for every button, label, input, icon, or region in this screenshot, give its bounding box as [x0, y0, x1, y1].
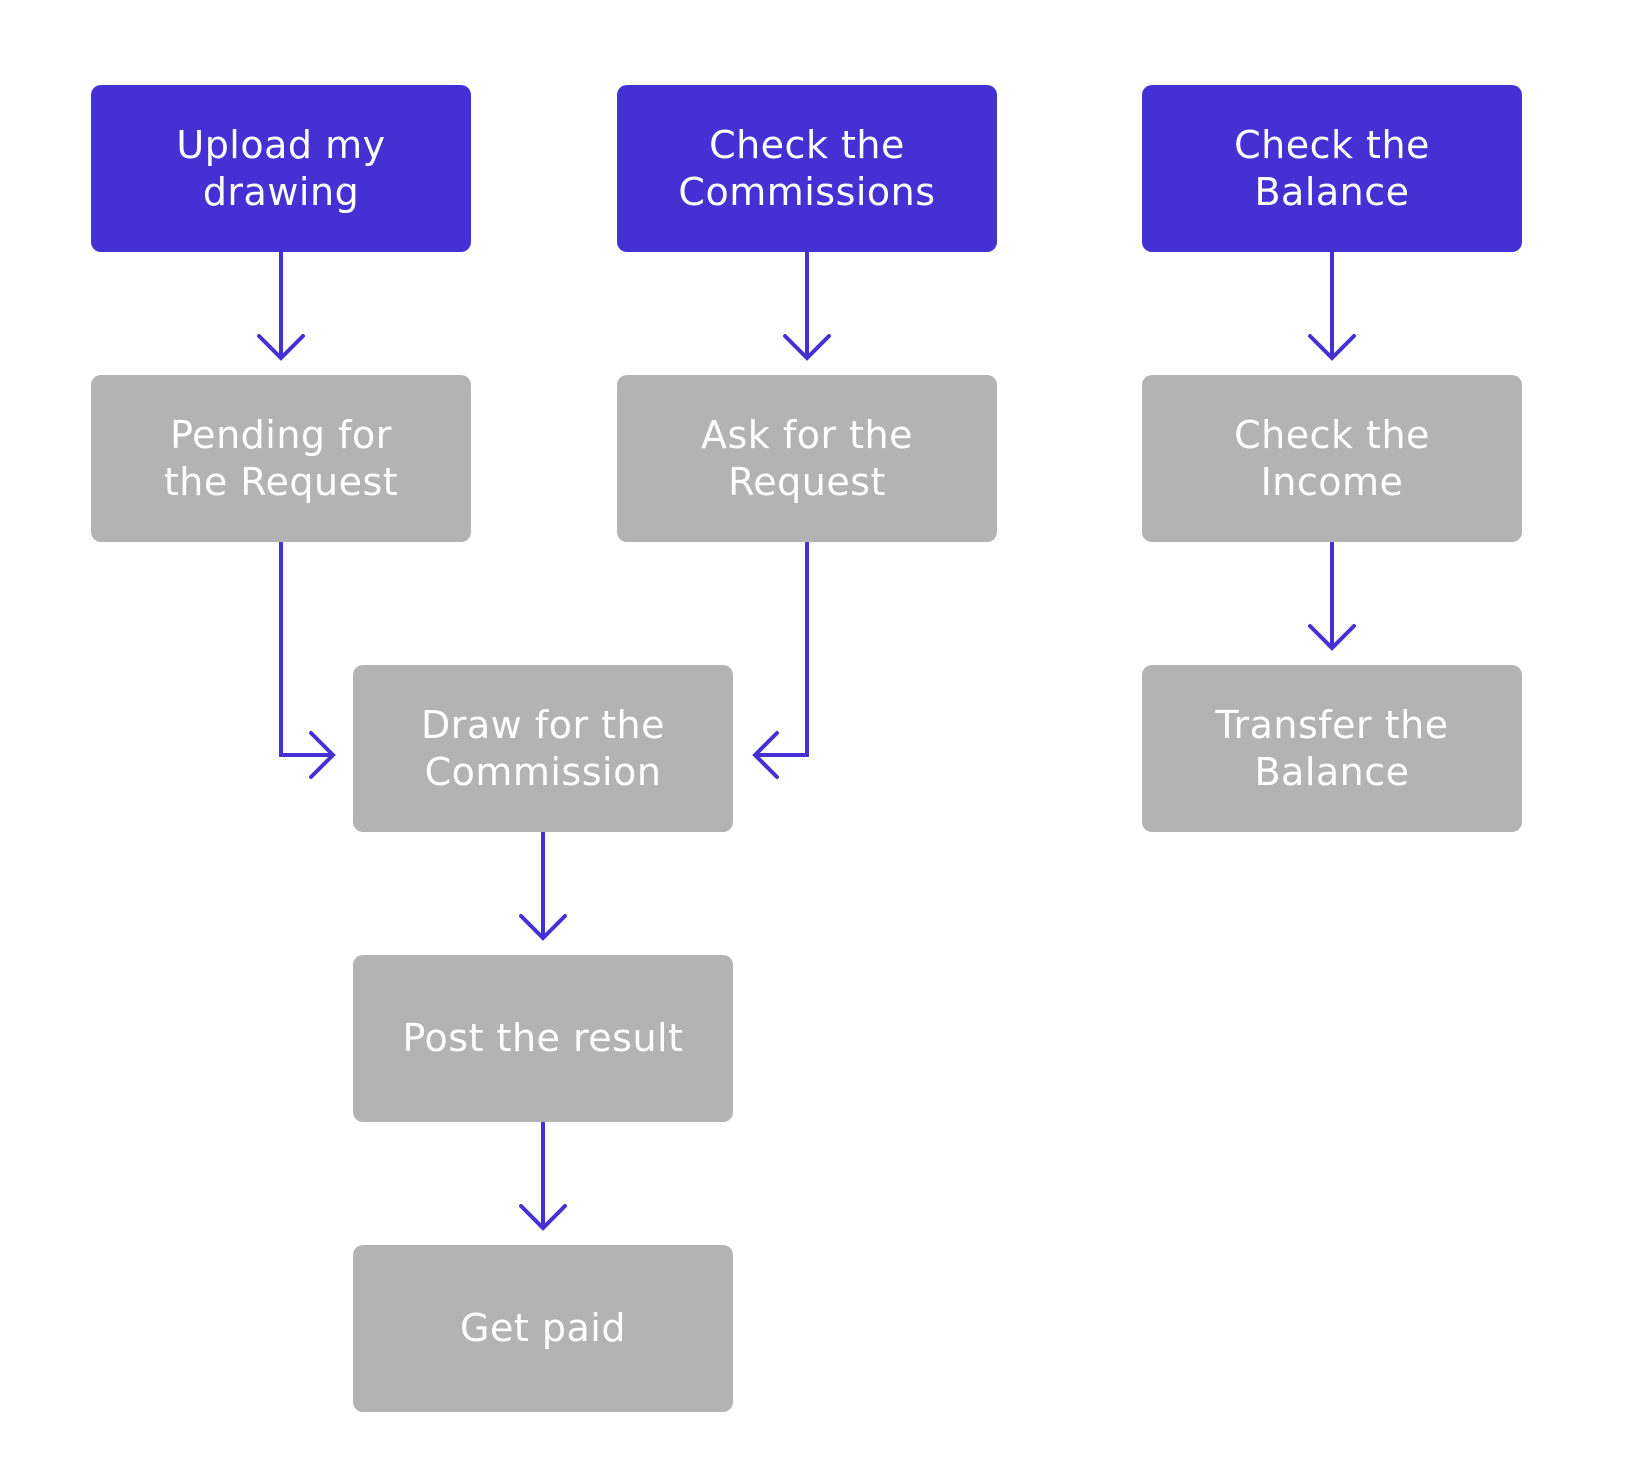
node-check-the-income[interactable]: Check the Income: [1142, 375, 1522, 542]
arrowhead-ask-to-draw: [752, 731, 779, 779]
node-draw-for-the-commission[interactable]: Draw for the Commission: [353, 665, 733, 832]
edge-ask-to-draw: [756, 541, 809, 757]
node-label: Transfer the Balance: [1215, 702, 1449, 794]
arrowhead-balance-to-income: [1308, 334, 1356, 361]
node-label: Check the Commissions: [678, 122, 936, 214]
node-upload-my-drawing[interactable]: Upload my drawing: [91, 85, 471, 252]
node-get-paid[interactable]: Get paid: [353, 1245, 733, 1412]
node-post-the-result[interactable]: Post the result: [353, 955, 733, 1122]
node-label: Post the result: [402, 1016, 684, 1060]
node-label: Draw for the Commission: [420, 702, 666, 794]
node-label: Pending for the Request: [163, 412, 399, 504]
node-label: Upload my drawing: [176, 122, 386, 214]
arrowhead-post-to-getpaid: [519, 1204, 567, 1231]
arrowhead-income-to-transfer: [1308, 624, 1356, 651]
node-check-the-balance[interactable]: Check the Balance: [1142, 85, 1522, 252]
arrowhead-draw-to-post: [519, 914, 567, 941]
arrowhead-pending-to-draw: [309, 731, 336, 779]
edge-pending-to-draw: [279, 541, 332, 757]
node-label: Check the Balance: [1234, 122, 1430, 214]
node-label: Ask for the Request: [700, 412, 914, 504]
node-transfer-the-balance[interactable]: Transfer the Balance: [1142, 665, 1522, 832]
node-label: Check the Income: [1234, 412, 1430, 504]
node-check-the-commissions[interactable]: Check the Commissions: [617, 85, 997, 252]
arrowhead-commissions-to-ask: [783, 334, 831, 361]
arrowhead-upload-to-pending: [257, 334, 305, 361]
node-ask-for-the-request[interactable]: Ask for the Request: [617, 375, 997, 542]
node-label: Get paid: [460, 1306, 626, 1350]
node-pending-for-the-request[interactable]: Pending for the Request: [91, 375, 471, 542]
